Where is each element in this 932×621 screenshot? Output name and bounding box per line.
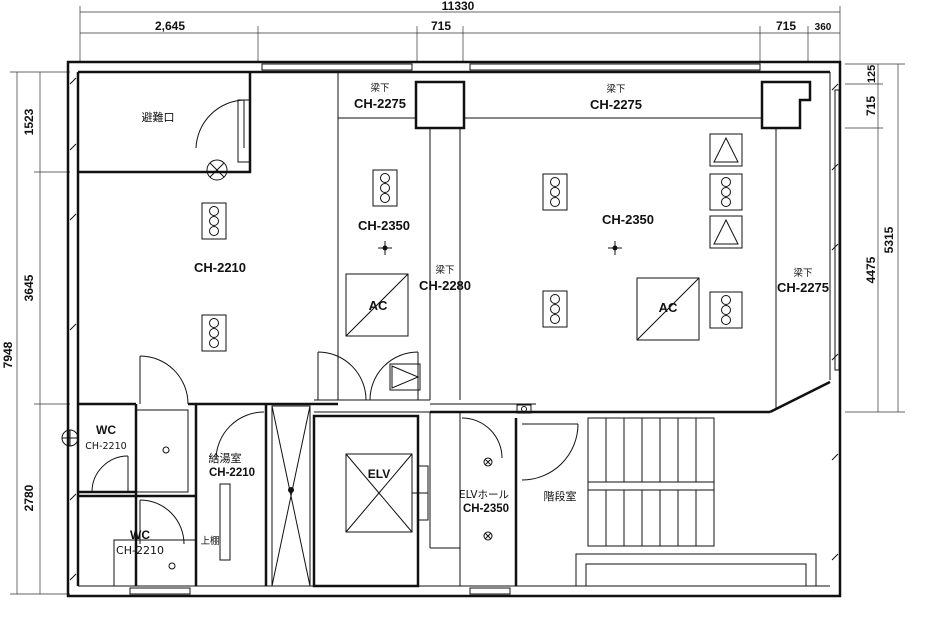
- wc1-walls: [78, 409, 189, 494]
- outer-walls: [66, 60, 842, 598]
- wc2-label: WC: [130, 528, 150, 542]
- door-lobby-right[interactable]: [369, 351, 419, 401]
- ac-unit-icon: [636, 277, 700, 341]
- wc2-door[interactable]: [139, 499, 185, 545]
- wc1-door[interactable]: [91, 455, 129, 493]
- dim-total-height: 7948: [1, 341, 15, 368]
- column-right: [760, 80, 812, 130]
- light-point-icon: [483, 457, 493, 467]
- elevator-label: ELV: [368, 467, 390, 481]
- elv-hall-walls: [429, 412, 518, 586]
- beam-center-ch: CH-2280: [419, 278, 471, 293]
- drain-icon: [168, 562, 176, 570]
- top-windows: [261, 63, 840, 371]
- beam-top-right-label: 梁下: [606, 83, 625, 95]
- middle-wall: [78, 380, 831, 586]
- top-dimension-lines: [79, 6, 841, 62]
- stairs: [575, 417, 817, 586]
- evacuation-sign-icon: [206, 159, 228, 181]
- dim-top-1: 2,645: [155, 19, 185, 33]
- dim-top-4: 360: [815, 22, 832, 33]
- dim-right-4: 4475: [864, 256, 878, 283]
- column-center: [414, 80, 466, 130]
- bottom-windows: [129, 587, 511, 595]
- dim-top-2: 715: [431, 19, 451, 33]
- elv-hall-ch: CH-2350: [463, 503, 509, 515]
- light-fixture-icon: [709, 173, 743, 211]
- beam-right-label: 梁下: [793, 267, 812, 279]
- elv-hall-door[interactable]: [461, 417, 503, 459]
- ch-right: CH-2350: [602, 212, 654, 227]
- light-fixture-icon: [709, 291, 743, 329]
- wc2-walls: [78, 404, 198, 587]
- door-wc-corridor[interactable]: [139, 355, 189, 405]
- dim-left-1: 1523: [22, 108, 36, 135]
- shelf-label: 上棚: [200, 535, 219, 547]
- beam-left-label: 梁下: [370, 82, 389, 94]
- dim-left-2: 3645: [22, 274, 36, 301]
- dim-left-3: 2780: [22, 484, 36, 511]
- dim-total-width: 11330: [442, 0, 475, 13]
- ch-center: CH-2350: [358, 218, 410, 233]
- kitchen-ch: CH-2210: [209, 467, 255, 479]
- dim-top-3: 715: [776, 19, 796, 33]
- kitchen-door[interactable]: [215, 411, 265, 461]
- beam-right-ch: CH-2275: [777, 280, 829, 295]
- room-evacuation-label: 避難口: [142, 110, 175, 124]
- light-fixture-icon: [201, 202, 227, 240]
- left-dimension-lines: [10, 71, 70, 595]
- kitchen-label: 給湯室: [209, 451, 242, 465]
- beam-lines: [337, 72, 777, 408]
- drain-icon: [162, 446, 170, 454]
- beam-top-right-ch: CH-2275: [590, 97, 642, 112]
- wc-fixture-icon: [61, 429, 79, 447]
- right-dimension-lines: [845, 63, 905, 413]
- triangle-fixture-icon: [709, 215, 743, 249]
- small-outlet-icon: [516, 404, 532, 414]
- ch-main-left: CH-2210: [194, 260, 246, 275]
- pipe-shaft: [271, 405, 311, 587]
- dim-right-3: 5315: [882, 226, 896, 253]
- ac-unit-2-label: AC: [659, 300, 678, 315]
- center-mark-icon: [608, 241, 622, 255]
- kitchen-walls: [219, 404, 268, 586]
- triangle-fixture-icon: [709, 133, 743, 167]
- ac-unit-icon: [345, 273, 409, 337]
- wc2-ch: CH-2210: [116, 544, 164, 557]
- light-point-icon: [483, 531, 493, 541]
- beam-left-ch: CH-2275: [354, 96, 406, 111]
- light-fixture-icon: [372, 169, 398, 207]
- vent-icon: [389, 363, 421, 391]
- evacuation-door[interactable]: [195, 99, 245, 149]
- stairwell-label: 階段室: [544, 489, 577, 503]
- elevator-shaft: [312, 414, 429, 588]
- center-mark-icon: [378, 241, 392, 255]
- ac-unit-1-label: AC: [369, 298, 388, 313]
- dim-right-1: 125: [866, 65, 878, 83]
- light-fixture-icon: [542, 290, 568, 328]
- wc1-ch: CH-2210: [85, 441, 126, 452]
- wall-hatching: [69, 77, 839, 581]
- door-lobby-left[interactable]: [317, 351, 367, 401]
- light-fixture-icon: [201, 314, 227, 352]
- elv-hall-label: ELVホール: [459, 489, 509, 501]
- wc1-label: WC: [96, 423, 116, 437]
- dim-right-2: 715: [864, 96, 878, 116]
- light-fixture-icon: [542, 173, 568, 211]
- stairwell-door[interactable]: [521, 423, 579, 481]
- beam-center-label: 梁下: [435, 264, 454, 276]
